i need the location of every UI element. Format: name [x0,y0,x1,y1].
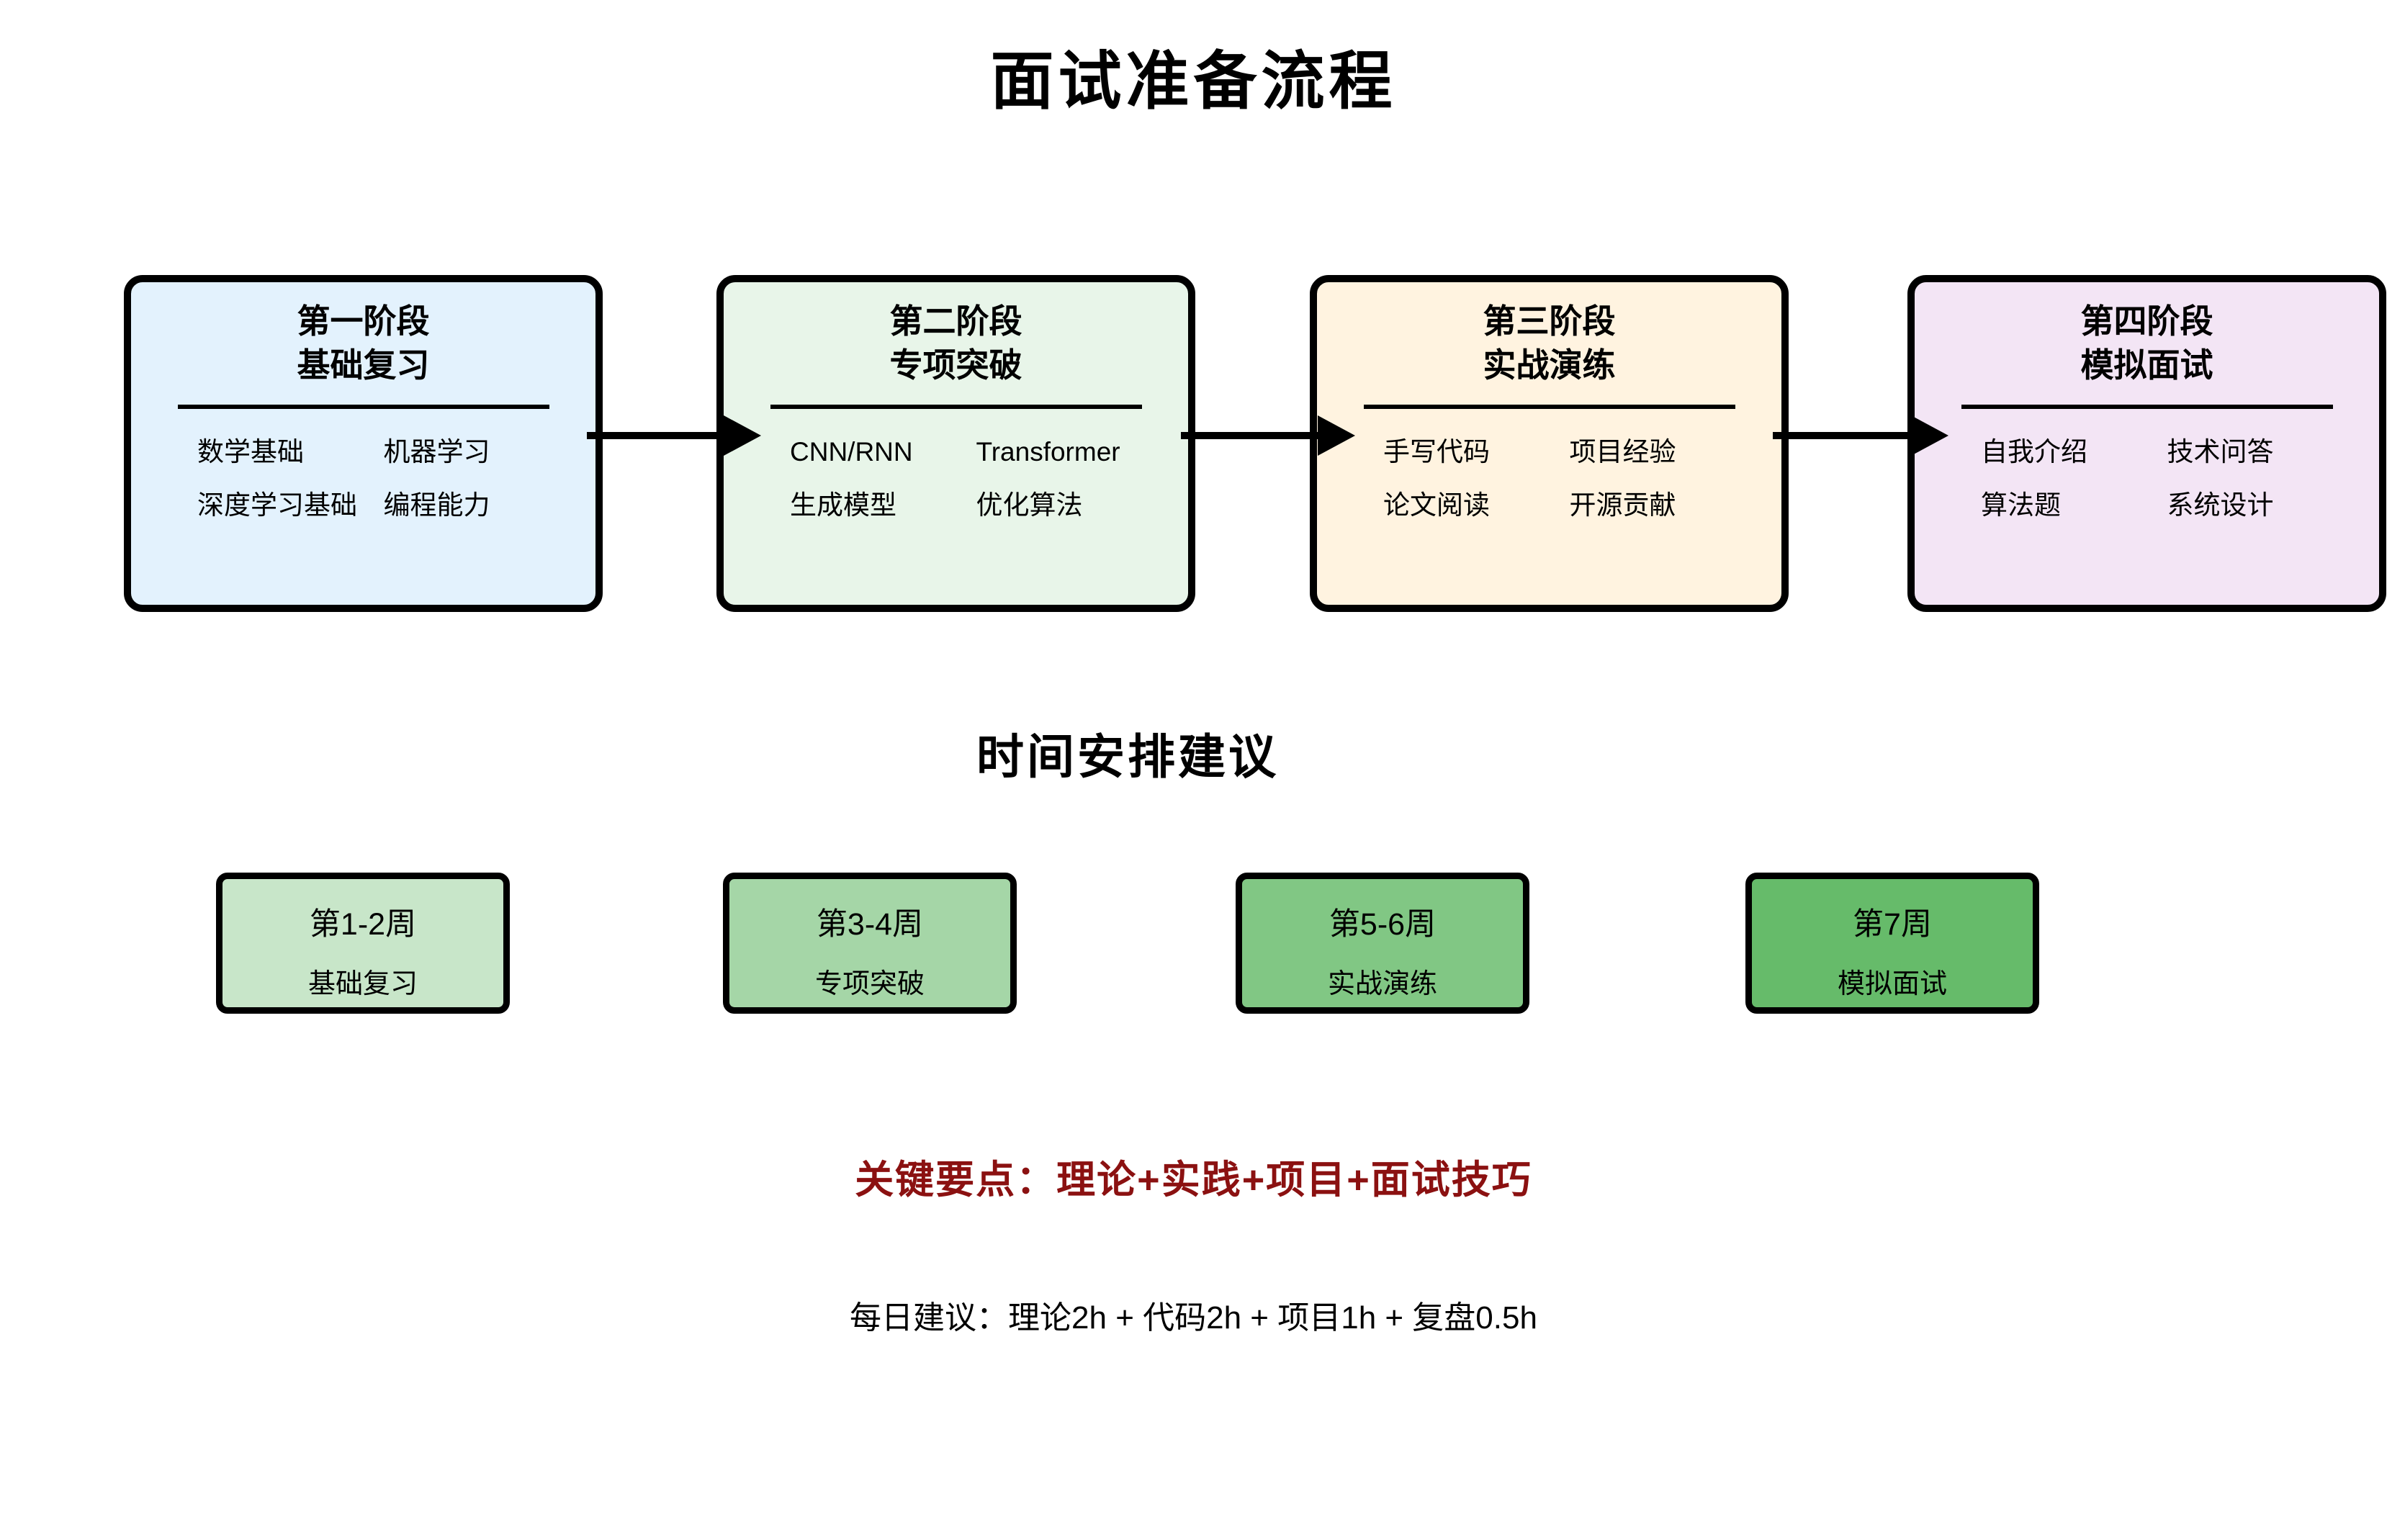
stage-4-items: 自我介绍 技术问答 算法题 系统设计 [1981,436,2353,522]
stage-1-name: 基础复习 [297,346,430,384]
stage-2-name: 专项突破 [889,346,1022,384]
stage-4-item: 算法题 [1981,490,2061,521]
stage-1-item: 编程能力 [383,490,490,521]
stage-3-item: 论文阅读 [1383,490,1490,521]
stage-4-item: 系统设计 [2167,490,2274,521]
stage-3-item: 开源贡献 [1569,490,1676,521]
stage-3-item: 项目经验 [1569,437,1676,467]
stage-4-item: 技术问答 [2167,437,2274,467]
stage-1-divider [177,405,549,409]
stage-4-divider [1961,405,2333,409]
stage-3-divider [1363,405,1735,409]
stage-box-3: 第三阶段 实战演练 手写代码 项目经验 论文阅读 开源贡献 [1310,275,1789,612]
week-box-1: 第1-2周 基础复习 [216,873,510,1014]
stage-box-1: 第一阶段 基础复习 数学基础 机器学习 深度学习基础 编程能力 [124,275,603,612]
stage-2-item: 生成模型 [790,490,896,521]
stage-1-item: 深度学习基础 [197,490,357,521]
stage-1-phase: 第一阶段 [297,302,430,340]
stage-box-4: 第四阶段 模拟面试 自我介绍 技术问答 算法题 系统设计 [1907,275,2386,612]
stage-2-items: CNN/RNN Transformer 生成模型 优化算法 [790,436,1162,522]
stage-4-heading: 第四阶段 模拟面试 [1915,300,2379,387]
week-4-task: 模拟面试 [1837,969,1947,999]
flow-arrow-line-3 [1773,432,1911,439]
stage-3-name: 实战演练 [1483,346,1616,384]
flow-arrow-line-1 [587,432,724,439]
flow-arrow-line-2 [1181,432,1318,439]
stage-4-phase: 第四阶段 [2080,302,2213,340]
stage-1-item: 机器学习 [383,437,490,467]
stage-2-phase: 第二阶段 [889,302,1022,340]
week-2-task: 专项突破 [814,969,925,999]
stage-2-divider [770,405,1142,409]
week-1-period: 第1-2周 [309,907,417,942]
stage-1-items: 数学基础 机器学习 深度学习基础 编程能力 [197,436,570,522]
flow-arrow-head-icon [1318,415,1355,456]
stage-3-phase: 第三阶段 [1483,302,1616,340]
stage-1-item: 数学基础 [197,437,304,467]
flow-arrow-head-icon [724,415,761,456]
stage-3-items: 手写代码 项目经验 论文阅读 开源贡献 [1383,436,1756,522]
stage-3-heading: 第三阶段 实战演练 [1317,300,1781,387]
stage-1-heading: 第一阶段 基础复习 [131,300,595,387]
week-box-3: 第5-6周 实战演练 [1236,873,1529,1014]
week-1-task: 基础复习 [307,969,418,999]
stage-3-item: 手写代码 [1383,437,1490,467]
daily-advice-text: 每日建议：理论2h + 代码2h + 项目1h + 复盘0.5h [850,1300,1537,1336]
week-3-task: 实战演练 [1327,969,1437,999]
week-4-period: 第7周 [1853,907,1932,942]
week-box-2: 第3-4周 专项突破 [723,873,1017,1014]
stage-4-item: 自我介绍 [1981,437,2087,467]
week-3-period: 第5-6周 [1329,907,1437,942]
stage-box-2: 第二阶段 专项突破 CNN/RNN Transformer 生成模型 优化算法 [716,275,1195,612]
key-points-text: 关键要点：理论+实践+项目+面试技巧 [855,1158,1532,1202]
flow-arrow-head-icon [1911,415,1948,456]
stage-4-name: 模拟面试 [2080,346,2213,384]
week-2-period: 第3-4周 [816,907,924,942]
stage-2-heading: 第二阶段 专项突破 [724,300,1188,387]
stage-2-item: 优化算法 [976,490,1083,521]
page-title: 面试准备流程 [990,45,1397,117]
week-box-4: 第7周 模拟面试 [1745,873,2039,1014]
schedule-heading: 时间安排建议 [976,730,1279,783]
stage-2-item: CNN/RNN [790,437,913,467]
stage-2-item: Transformer [976,437,1120,467]
